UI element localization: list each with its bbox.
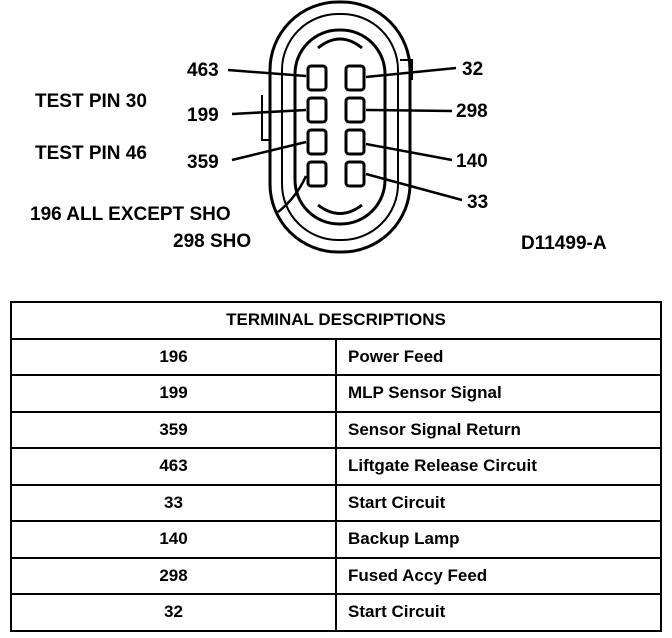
terminal-number: 298 — [10, 556, 337, 595]
table-row: 196 Power Feed — [10, 337, 662, 376]
terminal-number: 359 — [10, 410, 337, 449]
socket-32 — [344, 64, 366, 92]
terminal-number: 199 — [10, 374, 337, 413]
terminal-description: Start Circuit — [335, 483, 662, 522]
terminal-description: Backup Lamp — [335, 520, 662, 559]
label-test-pin-46: TEST PIN 46 — [35, 143, 147, 164]
figure-code: D11499-A — [521, 233, 607, 254]
socket-298 — [344, 96, 366, 124]
terminal-descriptions-table: TERMINAL DESCRIPTIONS 196 Power Feed 199… — [10, 301, 662, 632]
terminal-description: Sensor Signal Return — [335, 410, 662, 449]
table-header-row: TERMINAL DESCRIPTIONS — [10, 301, 662, 340]
terminal-description: MLP Sensor Signal — [335, 374, 662, 413]
terminal-number: 140 — [10, 520, 337, 559]
connector-diagram: 463 TEST PIN 30 199 TEST PIN 46 359 196 … — [30, 0, 607, 254]
terminal-description: Fused Accy Feed — [335, 556, 662, 595]
label-199: 199 — [187, 105, 219, 126]
label-sho: 298 SHO — [173, 231, 251, 252]
table-row: 199 MLP Sensor Signal — [10, 374, 662, 413]
socket-359 — [306, 128, 328, 156]
table-row: 463 Liftgate Release Circuit — [10, 447, 662, 486]
pin-sockets — [306, 64, 366, 188]
label-test-pin-30: TEST PIN 30 — [35, 91, 147, 112]
terminal-number: 32 — [10, 593, 337, 632]
label-all-except-sho: 196 ALL EXCEPT SHO — [30, 204, 231, 225]
table-row: 33 Start Circuit — [10, 483, 662, 522]
terminal-number: 33 — [10, 483, 337, 522]
socket-196-298 — [306, 160, 328, 188]
label-463: 463 — [187, 60, 219, 81]
label-33: 33 — [467, 192, 488, 213]
connector-housing — [261, 0, 413, 254]
socket-199 — [306, 96, 328, 124]
terminal-number: 463 — [10, 447, 337, 486]
socket-33 — [344, 160, 366, 188]
leader-lines — [227, 66, 463, 213]
label-140: 140 — [456, 151, 488, 172]
table-row: 359 Sensor Signal Return — [10, 410, 662, 449]
table-title: TERMINAL DESCRIPTIONS — [10, 301, 662, 340]
table-row: 140 Backup Lamp — [10, 520, 662, 559]
terminal-number: 196 — [10, 337, 337, 376]
terminal-description: Start Circuit — [335, 593, 662, 632]
label-359: 359 — [187, 152, 219, 173]
terminal-description: Liftgate Release Circuit — [335, 447, 662, 486]
socket-463 — [306, 64, 328, 92]
table-row: 32 Start Circuit — [10, 593, 662, 632]
label-32: 32 — [462, 59, 483, 80]
socket-140 — [344, 128, 366, 156]
label-298: 298 — [456, 101, 488, 122]
terminal-description: Power Feed — [335, 337, 662, 376]
table-row: 298 Fused Accy Feed — [10, 556, 662, 595]
